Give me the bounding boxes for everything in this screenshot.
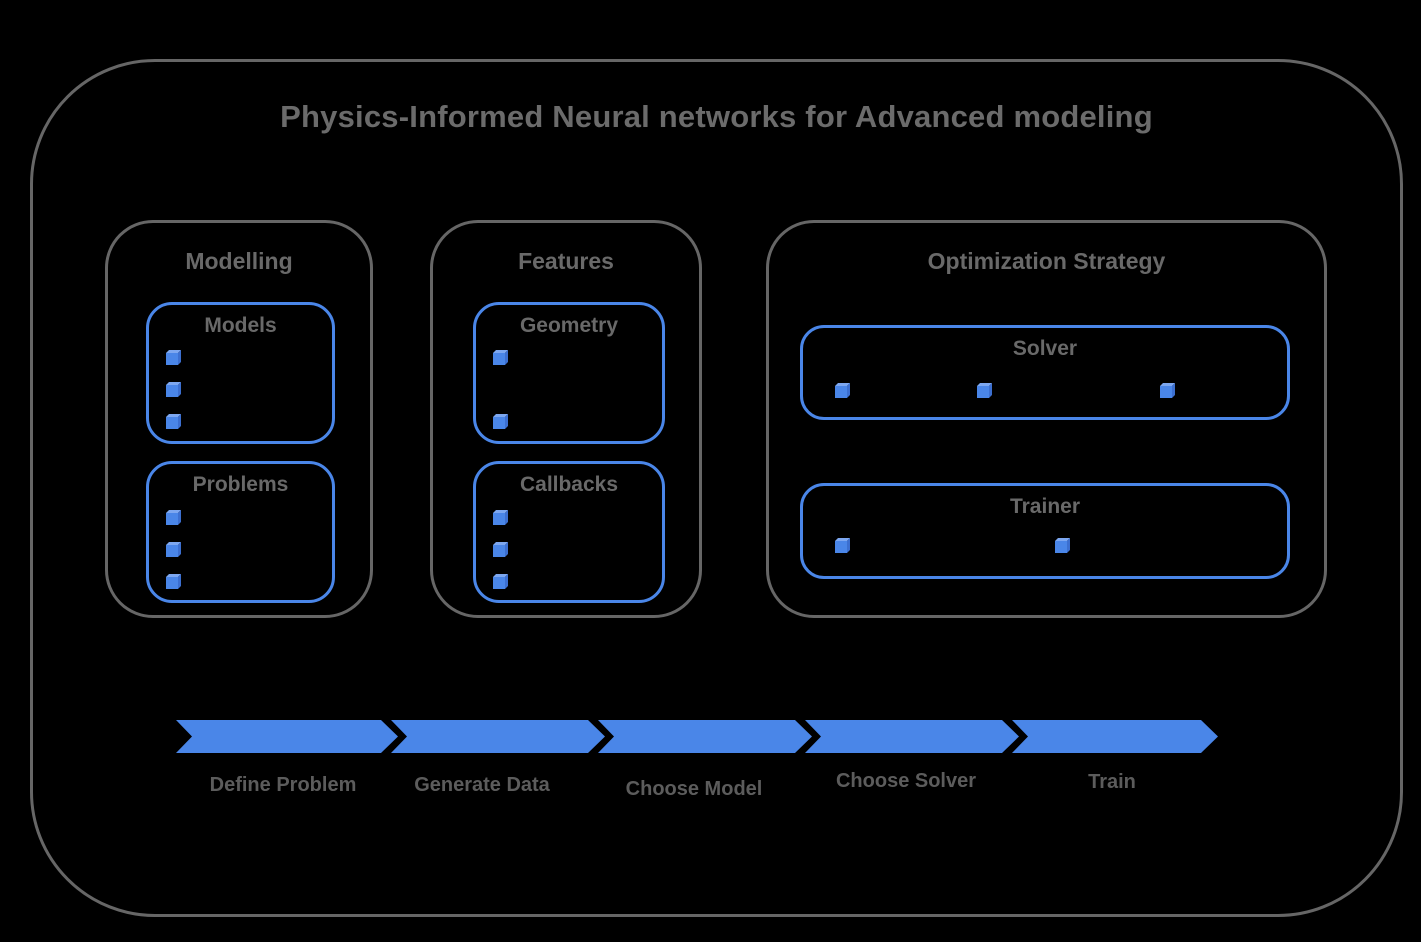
cube-bullet-icon xyxy=(493,417,505,429)
section-title: Features xyxy=(518,248,614,274)
cube-bullet-icon xyxy=(493,353,505,365)
box-problems: Problems xyxy=(146,461,335,603)
diagram-frame xyxy=(30,59,1403,917)
box-trainer: Trainer xyxy=(800,483,1290,579)
page-title: Physics-Informed Neural networks for Adv… xyxy=(280,99,1153,134)
section-title: Optimization Strategy xyxy=(927,248,1166,274)
process-flow-arrow xyxy=(176,720,1218,753)
flow-chevron-segment xyxy=(176,720,398,753)
section-features: Features Geometry Callbacks xyxy=(430,220,702,618)
box-title: Solver xyxy=(1012,337,1078,360)
box-callbacks: Callbacks xyxy=(473,461,665,603)
box-models: Models xyxy=(146,302,335,444)
box-title: Geometry xyxy=(519,314,619,337)
cube-bullet-icon xyxy=(166,577,178,589)
flow-chevron-segment xyxy=(598,720,812,753)
cube-bullet-icon xyxy=(493,513,505,525)
cube-bullet-icon xyxy=(166,545,178,557)
flow-chevron-segment xyxy=(805,720,1019,753)
cube-bullet-icon xyxy=(166,385,178,397)
box-title: Callbacks xyxy=(519,473,619,496)
cube-bullet-icon xyxy=(166,417,178,429)
section-title: Modelling xyxy=(185,248,293,274)
flow-chevron-segment xyxy=(391,720,605,753)
cube-bullet-icon xyxy=(166,353,178,365)
cube-bullet-icon xyxy=(835,541,847,553)
box-solver: Solver xyxy=(800,325,1290,420)
box-title: Problems xyxy=(192,473,289,496)
section-modelling: Modelling Models Problems xyxy=(105,220,373,618)
flow-step-label: Train xyxy=(1088,771,1136,793)
cube-bullet-icon xyxy=(493,577,505,589)
section-optimization-strategy: Optimization Strategy Solver Trainer xyxy=(766,220,1327,618)
cube-bullet-icon xyxy=(493,545,505,557)
flow-step-label: Generate Data xyxy=(414,774,550,796)
cube-bullet-icon xyxy=(1055,541,1067,553)
cube-bullet-icon xyxy=(166,513,178,525)
flow-step-label: Define Problem xyxy=(209,774,357,796)
flow-chevron-segment xyxy=(1012,720,1218,753)
box-geometry: Geometry xyxy=(473,302,665,444)
box-title: Models xyxy=(204,314,277,337)
cube-bullet-icon xyxy=(835,386,847,398)
cube-bullet-icon xyxy=(1160,386,1172,398)
cube-bullet-icon xyxy=(977,386,989,398)
box-title: Trainer xyxy=(1009,495,1081,518)
flow-step-label: Choose Model xyxy=(625,778,763,800)
flow-step-label: Choose Solver xyxy=(835,770,977,792)
